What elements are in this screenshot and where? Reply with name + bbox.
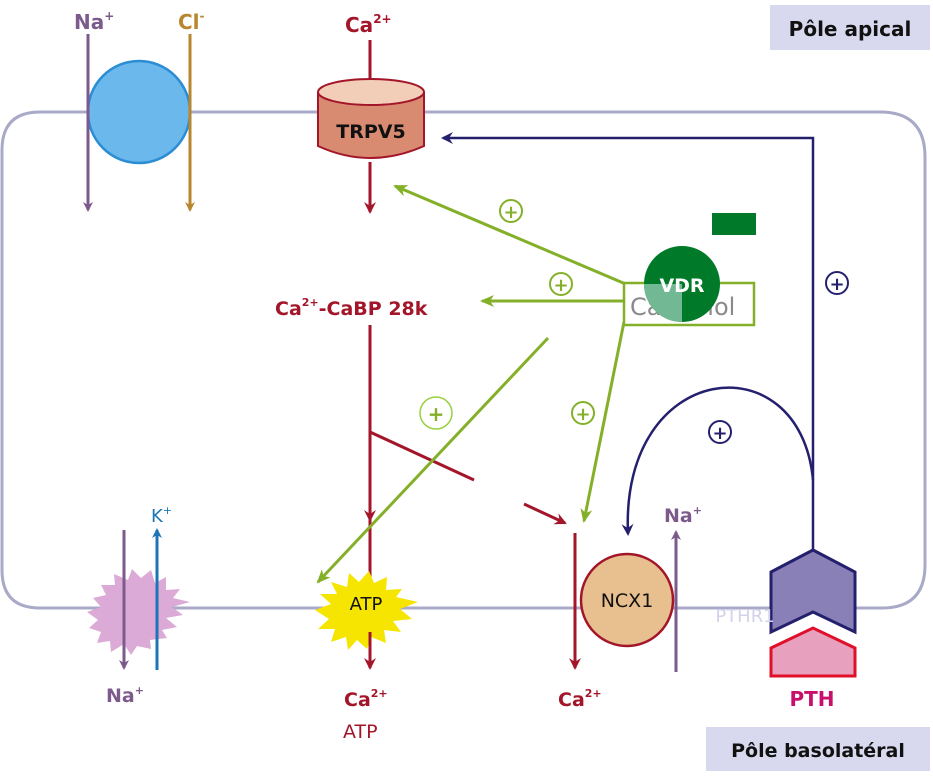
svg-text:+: + (712, 423, 727, 444)
nacl-channel-icon (86, 59, 192, 165)
pthr1-label: PTHR1 (715, 606, 774, 627)
cabp-label: Ca2+-CaBP 28k (275, 296, 428, 320)
vdr-label: VDR (659, 275, 704, 297)
ncx1-circle (579, 552, 675, 648)
na-bottom-left-label: Na+ (106, 684, 144, 707)
na-top-label: Na+ (74, 9, 114, 34)
k-label: K+ (151, 504, 172, 527)
cell-membrane (0, 110, 927, 610)
ca-top-label: Ca2+ (345, 12, 392, 37)
na-ncx-label: Na+ (664, 504, 702, 527)
pthr1-shape (769, 548, 857, 635)
ca-to-ncx1-arrow (523, 502, 567, 525)
apical-pole-label: Pôle apical (770, 5, 930, 50)
ca-bottom-right-label: Ca2+ (558, 687, 602, 711)
plus-sign-ncx1: + (571, 401, 595, 425)
pth-label: PTH (789, 687, 834, 711)
plus-sign-pth-ncx1: + (708, 420, 732, 444)
svg-text:+: + (829, 274, 844, 295)
svg-text:+: + (428, 402, 445, 426)
nak-pump-icon (87, 569, 190, 655)
pth-to-trpv5-arrow (441, 132, 815, 552)
vdr-to-trpv5-arrow (393, 184, 629, 287)
basolateral-pole-text: Pôle basolatéral (731, 740, 905, 762)
atp-starburst-icon (315, 571, 418, 650)
ncx1-label: NCX1 (601, 590, 654, 612)
ncx1-exchanger: NCX1 (579, 552, 675, 648)
calcitriol-vdr-complex: Calcitriol VDR (622, 246, 756, 327)
plus-sign-trpv5: + (499, 199, 523, 223)
basolateral-pole-label: Pôle basolatéral (706, 727, 930, 771)
svg-text:+: + (553, 275, 568, 296)
vdr-to-ncx1-arrow (580, 321, 626, 523)
pth-hormone: PTH (769, 626, 857, 711)
pth-to-ncx1-arrow (621, 386, 815, 536)
ca-branch-line (369, 430, 475, 482)
atp-bottom-label: ATP (343, 721, 378, 743)
cl-top-label: Cl- (178, 9, 205, 34)
trpv5-channel: TRPV5 (317, 78, 425, 159)
trpv5-label: TRPV5 (336, 121, 405, 143)
plus-sign-pth-trpv5: + (825, 271, 849, 295)
svg-text:+: + (575, 404, 590, 425)
pth-shape (769, 626, 857, 678)
ca-bottom-mid-label: Ca2+ (344, 687, 388, 711)
plus-sign-cabp: + (549, 272, 573, 296)
nak-atpase (87, 528, 190, 670)
plus-sign-atp: + (419, 396, 453, 430)
ca-atpase-pump: ATP (315, 571, 418, 650)
nacl-cotransporter (83, 34, 195, 212)
atp-pump-label: ATP (350, 594, 383, 615)
svg-text:+: + (503, 202, 518, 223)
apical-pole-text: Pôle apical (789, 17, 912, 41)
inhibition-minus-sign (712, 213, 756, 235)
pthr1-receptor: PTHR1 (715, 548, 857, 635)
vdr-to-atp-arrow (316, 336, 550, 584)
